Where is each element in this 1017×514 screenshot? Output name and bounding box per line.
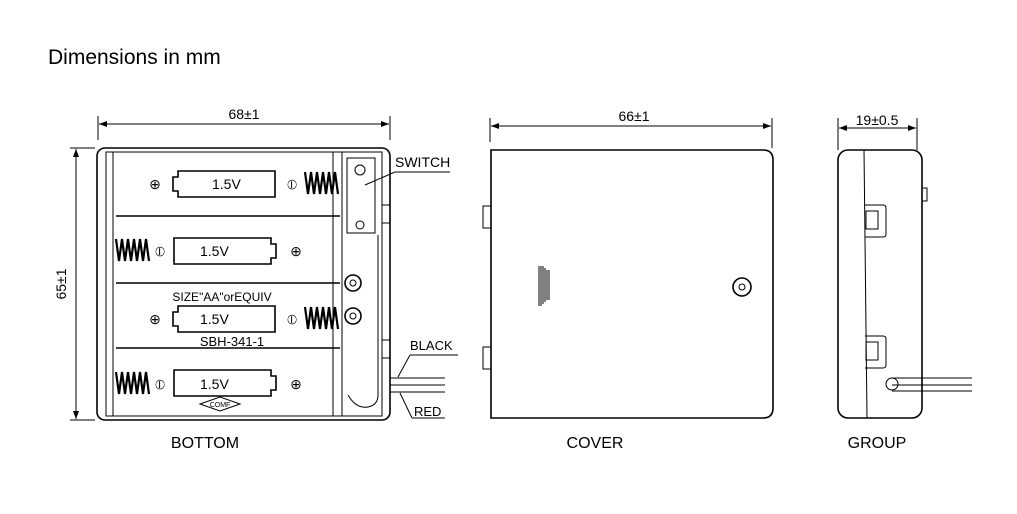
cover-outline	[490, 149, 774, 419]
size-text: SIZE"AA"orEQUIV	[172, 290, 271, 304]
svg-text:⦶: ⦶	[286, 311, 297, 327]
black-wire-label: BLACK	[410, 338, 453, 353]
holder-outline	[96, 147, 391, 421]
group-view: 19±0.5 GROUP	[837, 112, 972, 452]
cell-1-voltage: 1.5V	[212, 176, 241, 192]
red-wire-label: RED	[414, 404, 441, 419]
switch-label: SWITCH	[395, 154, 450, 170]
cell-2-voltage: 1.5V	[200, 243, 229, 259]
cover-label: COVER	[567, 435, 624, 452]
screw-icon	[732, 277, 752, 297]
cover-width-dim: 66±1	[618, 108, 649, 124]
model-text: SBH-341-1	[200, 334, 264, 349]
group-width-dim: 19±0.5	[856, 112, 899, 128]
group-label: GROUP	[848, 435, 907, 452]
svg-text:⦶: ⦶	[154, 376, 165, 392]
diagram-title: Dimensions in mm	[48, 46, 221, 69]
cell-4-voltage: 1.5V	[200, 376, 229, 392]
bottom-width-dim: 68±1	[228, 106, 259, 122]
svg-text:⦶: ⦶	[154, 243, 165, 259]
svg-text:⦶: ⦶	[286, 176, 297, 192]
cover-view: 66±1 COVER	[482, 108, 774, 452]
svg-text:⊕: ⊕	[149, 176, 161, 192]
group-outline	[837, 149, 923, 419]
comf-mark: COMF	[210, 402, 231, 409]
svg-text:⊕: ⊕	[290, 243, 302, 259]
bottom-label: BOTTOM	[171, 435, 239, 452]
svg-text:⊕: ⊕	[149, 311, 161, 327]
cell-3-voltage: 1.5V	[200, 311, 229, 327]
bottom-height-dim: 65±1	[53, 268, 69, 299]
switch-icon	[346, 157, 376, 234]
svg-text:⊕: ⊕	[290, 376, 302, 392]
bottom-view: 68±1 65±1 ⊕ 1.5V ⦶ ⦶ 1.5V ⊕ SIZE"AA"orEQ…	[53, 106, 458, 452]
